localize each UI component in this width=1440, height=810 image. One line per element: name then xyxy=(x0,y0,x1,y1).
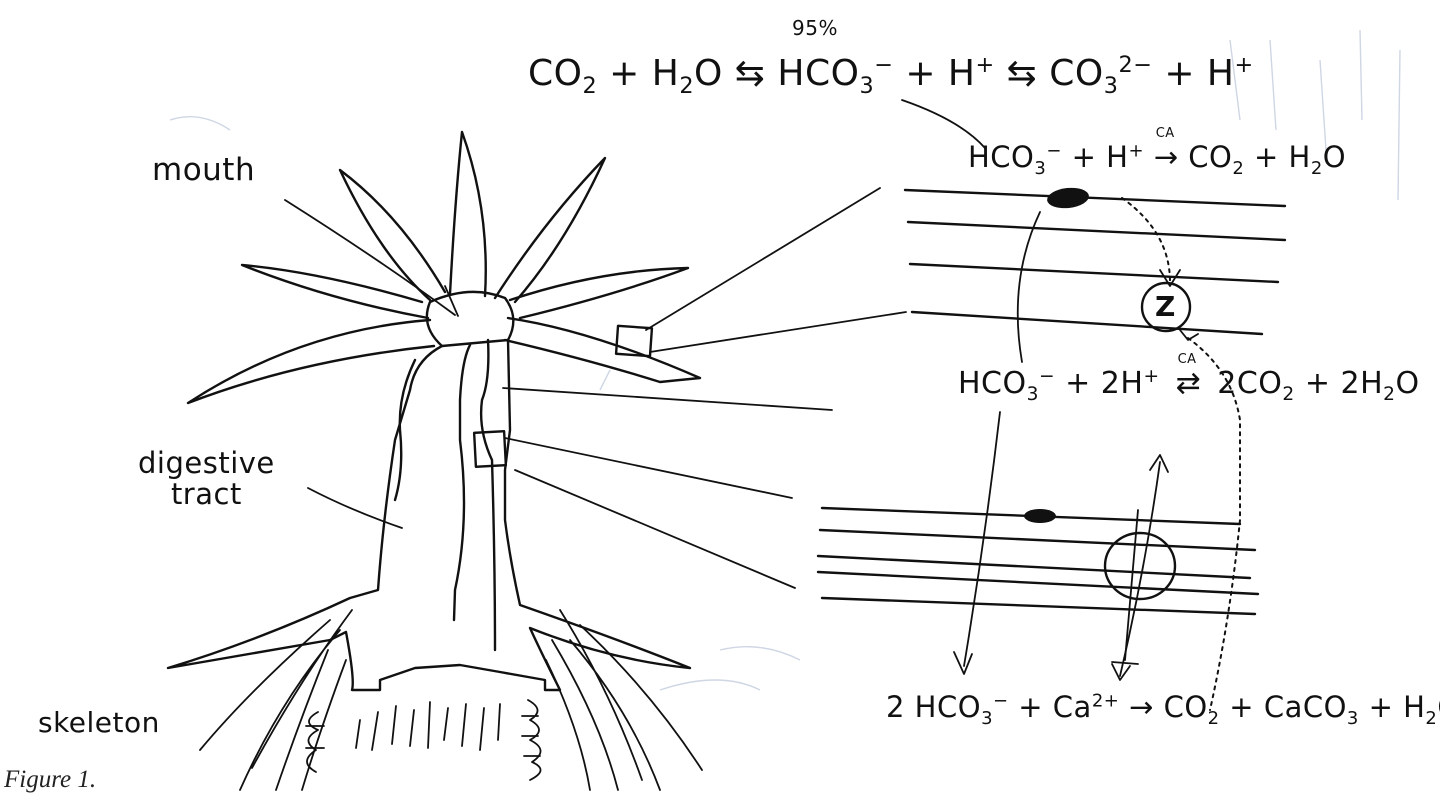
tentacle-fringe-lines xyxy=(200,610,702,790)
tissue-layers-top xyxy=(905,190,1285,334)
reaction-arrows xyxy=(954,198,1240,710)
gastrovascular-cavity-line xyxy=(1018,212,1040,362)
eq-bottom-sup: 2+ xyxy=(1092,690,1120,711)
cell-nucleus-bottom xyxy=(1024,509,1056,523)
eq-bottom-sub: 3 xyxy=(1347,708,1359,729)
figure-caption: Figure 1. xyxy=(4,766,96,794)
equation-ca-reversible: HCO3− + 2H+ CA ⇄ 2CO2 + 2H2O xyxy=(958,366,1420,405)
eq-top-sub: 3 xyxy=(859,73,874,99)
eq-top-h: + H xyxy=(905,53,975,94)
eq-ca1-hco3: HCO xyxy=(968,140,1034,174)
eq-bottom-2hco3: 2 HCO xyxy=(886,690,981,724)
eq-ca1-sub: 2 xyxy=(1232,158,1244,179)
eq-top-sup: 2− xyxy=(1118,52,1152,78)
eq-top-sub: 2 xyxy=(679,73,694,99)
label-leaders xyxy=(285,200,455,528)
label-digestive-tract: digestive tract xyxy=(138,448,275,510)
eq-top-sup: + xyxy=(1235,52,1254,78)
polyp-body-column xyxy=(168,340,690,690)
zoom-box-body xyxy=(474,431,506,467)
eq-bottom-sub: 2 xyxy=(1425,708,1437,729)
eq-top-sub: 3 xyxy=(1104,73,1119,99)
eq-bottom-sup: − xyxy=(993,690,1009,711)
polyp-oral-disc xyxy=(427,286,513,346)
equation-carbonate-equilibrium: CO2 + H2O ⇆ HCO3− + H+ ⇆ CO32− + H+ xyxy=(528,52,1254,99)
eq-ca1-sup: − xyxy=(1046,140,1062,161)
eq-top-sub: 2 xyxy=(582,73,597,99)
label-skeleton: skeleton xyxy=(38,706,160,739)
label-mouth: mouth xyxy=(152,152,255,188)
eq-ca2-2h: + 2H xyxy=(1065,366,1143,401)
eq-ca1-sup: + xyxy=(1128,140,1144,161)
eq-ca2-o: O xyxy=(1395,366,1419,401)
eq-ca2-sub: 2 xyxy=(1383,384,1395,405)
eq-top-co2: CO xyxy=(528,53,582,94)
eq-ca2-ca-label: CA xyxy=(1178,352,1197,367)
equation-calcification: 2 HCO3− + Ca2+ → CO2 + CaCO3 + H2O xyxy=(886,690,1440,729)
eq-ca2-sup: − xyxy=(1039,366,1055,387)
polyp-tentacles xyxy=(188,132,700,403)
eq-ca2-sup: + xyxy=(1143,366,1159,387)
label-zooxanthella: Z xyxy=(1155,290,1176,323)
eq-top-sup: + xyxy=(976,52,995,78)
eq-ca2-sub: 3 xyxy=(1027,384,1039,405)
eq-top-co3: ⇆ CO xyxy=(1007,53,1104,94)
eq-ca1-h2: + H xyxy=(1254,140,1311,174)
eq-ca2-arrow: ⇄ xyxy=(1176,366,1202,401)
equation-ca-dehydration: HCO3− + H+ CA → CO2 + H2O xyxy=(968,140,1346,179)
eq-ca1-arrow: → xyxy=(1154,140,1179,174)
tissue-layers-bottom xyxy=(818,508,1258,614)
eq-ca1-sub: 3 xyxy=(1034,158,1046,179)
eq-bottom-ca: + Ca xyxy=(1018,690,1092,724)
eq-top-hco3: O ⇆ HCO xyxy=(694,53,859,94)
skeleton-lines xyxy=(306,700,541,780)
eq-bottom-sub: 2 xyxy=(1208,708,1220,729)
eq-ca2-hco3: HCO xyxy=(958,366,1027,401)
eq-ca1-o: O xyxy=(1323,140,1346,174)
eq-top-h2o: + H xyxy=(609,53,679,94)
zoom-connector-lines xyxy=(503,188,906,588)
cell-nucleus-top xyxy=(1046,186,1090,210)
eq-ca1-co2: CO xyxy=(1188,140,1232,174)
eq-bottom-h2: + H xyxy=(1369,690,1426,724)
eq-ca2-sub: 2 xyxy=(1282,384,1294,405)
eq-ca2-2h2: + 2H xyxy=(1305,366,1383,401)
eq-ca2-2co2: 2CO xyxy=(1217,366,1282,401)
eq-top-sup: − xyxy=(874,52,893,78)
label-percent: 95% xyxy=(792,16,838,40)
eq-bottom-co2: → CO xyxy=(1129,690,1208,724)
eq-ca1-sub: 2 xyxy=(1311,158,1323,179)
eq-bottom-caco3: + CaCO xyxy=(1229,690,1347,724)
eq-top-h2: + H xyxy=(1164,53,1234,94)
eq-bottom-sub: 3 xyxy=(981,708,993,729)
eq-ca1-h: + H xyxy=(1072,140,1129,174)
eq-ca1-ca-label: CA xyxy=(1156,126,1175,141)
